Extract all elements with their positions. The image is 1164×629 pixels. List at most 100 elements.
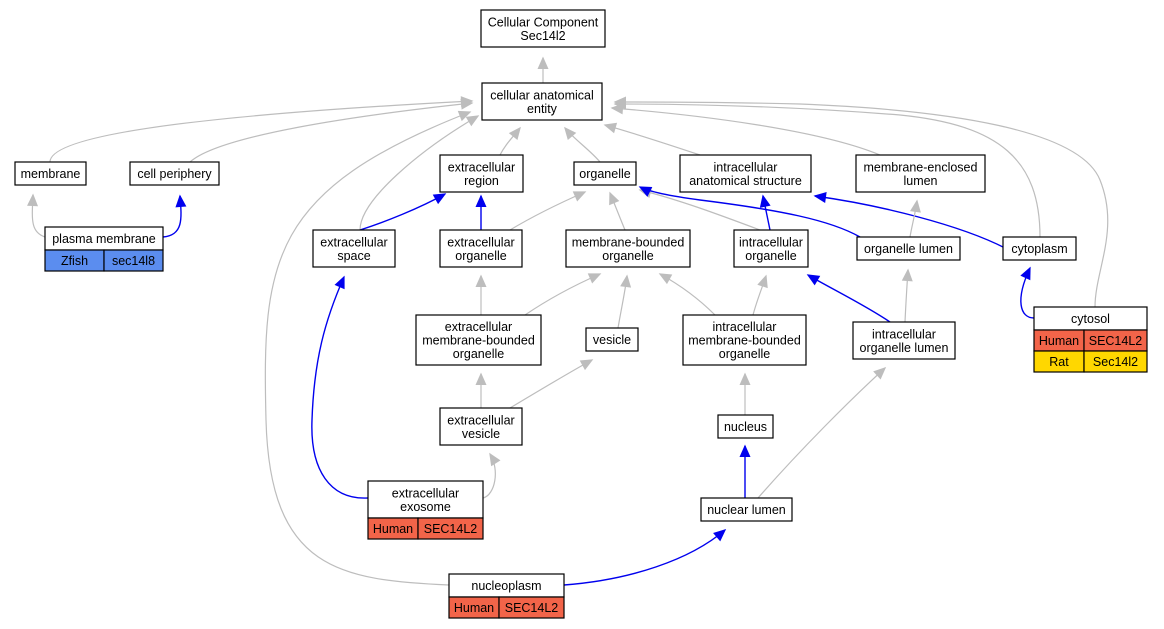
- node-label: extracellular: [392, 486, 459, 500]
- edge-line: [359, 115, 479, 231]
- node-label: vesicle: [593, 333, 631, 347]
- node-box: [129, 161, 220, 186]
- edge-line: [359, 193, 446, 231]
- edges-layer: [27, 56, 1109, 586]
- gene-cell: [103, 249, 164, 272]
- arrowhead-icon: [759, 194, 771, 208]
- node-nucleus[interactable]: nucleus: [717, 414, 774, 439]
- node-box: [14, 161, 87, 186]
- node-label: cellular anatomical: [490, 88, 594, 102]
- node-organelle-lumen[interactable]: organelle lumen: [856, 236, 961, 261]
- node-label: nucleus: [724, 420, 767, 434]
- node-box: [480, 9, 606, 48]
- node-label: organelle lumen: [860, 341, 949, 355]
- node-box: [312, 229, 396, 268]
- edge-line: [807, 274, 891, 323]
- node-box: [439, 407, 523, 446]
- arrowhead-icon: [489, 452, 501, 467]
- edge-extracellular-region-to-cae: [499, 126, 521, 156]
- edge-extracellular-organelle-to-extracellular-region: [475, 194, 487, 230]
- arrowhead-icon: [757, 274, 768, 289]
- edge-line: [49, 100, 473, 163]
- node-label: organelle: [579, 167, 630, 181]
- edge-nucleoplasm-to-cae: [264, 110, 472, 586]
- arrowhead-icon: [739, 444, 751, 457]
- arrowhead-icon: [475, 372, 487, 385]
- node-vesicle[interactable]: vesicle: [585, 327, 639, 352]
- node-box: [852, 321, 956, 360]
- gene-label: SEC14L2: [505, 601, 559, 615]
- edge-membrane-bounded-organelle-to-organelle: [609, 191, 626, 231]
- edge-extracellular-exosome-to-extracellular-space: [311, 275, 369, 499]
- edge-line: [604, 124, 701, 156]
- node-label: organelle: [453, 347, 504, 361]
- node-membrane[interactable]: membrane: [14, 161, 87, 186]
- node-label: intracellular: [714, 160, 778, 174]
- edge-line: [614, 103, 1041, 238]
- edge-extracellular-space-to-extracellular-region: [359, 193, 447, 231]
- arrowhead-icon: [713, 529, 727, 542]
- arrowhead-icon: [537, 56, 549, 69]
- node-label: anatomical structure: [689, 174, 802, 188]
- edge-extracellular-mbo-to-membrane-bounded-organelle: [524, 273, 602, 316]
- gene-label: sec14l8: [112, 254, 155, 268]
- edge-intracellular-organelle-to-organelle: [638, 187, 761, 231]
- gene-label: SEC14L2: [424, 522, 478, 536]
- arrowhead-icon: [27, 193, 39, 207]
- node-box: [585, 327, 639, 352]
- edge-intracellular-organelle-lumen-to-organelle-lumen: [901, 268, 913, 323]
- edge-line: [614, 101, 1109, 308]
- edge-cytosol-to-cytoplasm: [1020, 266, 1035, 319]
- arrowhead-icon: [813, 192, 827, 203]
- node-label: extracellular: [447, 413, 514, 427]
- edge-intracellular-mbo-to-intracellular-organelle: [752, 274, 768, 316]
- edge-extracellular-mbo-to-extracellular-organelle: [475, 274, 487, 315]
- node-nuclear-lumen[interactable]: nuclear lumen: [700, 497, 793, 522]
- edge-organelle-to-cae: [564, 126, 601, 163]
- node-label: organelle lumen: [864, 242, 953, 256]
- node-label: space: [337, 249, 370, 263]
- node-cytoplasm[interactable]: cytoplasm: [1002, 236, 1077, 261]
- edge-nuclear-lumen-to-intracellular-organelle-lumen: [757, 366, 887, 499]
- node-label: extracellular: [448, 160, 515, 174]
- arrowhead-icon: [564, 126, 577, 140]
- node-organelle[interactable]: organelle: [573, 161, 637, 186]
- gene-cell: [417, 517, 484, 540]
- edge-line: [639, 186, 861, 238]
- edge-organelle-lumen-to-organelle: [638, 186, 861, 238]
- node-box: [700, 497, 793, 522]
- node-box: [565, 229, 691, 268]
- node-label: membrane-bounded: [422, 334, 535, 348]
- node-label: exosome: [400, 500, 451, 514]
- edge-intracellular-anatomical-structure-to-cae: [603, 122, 701, 156]
- node-label: intracellular: [713, 320, 777, 334]
- arrowhead-icon: [508, 126, 521, 141]
- edge-line: [814, 195, 1006, 249]
- node-cell-periphery[interactable]: cell periphery: [129, 161, 220, 186]
- edge-cell-periphery-to-cae: [189, 98, 474, 163]
- arrowhead-icon: [613, 96, 626, 108]
